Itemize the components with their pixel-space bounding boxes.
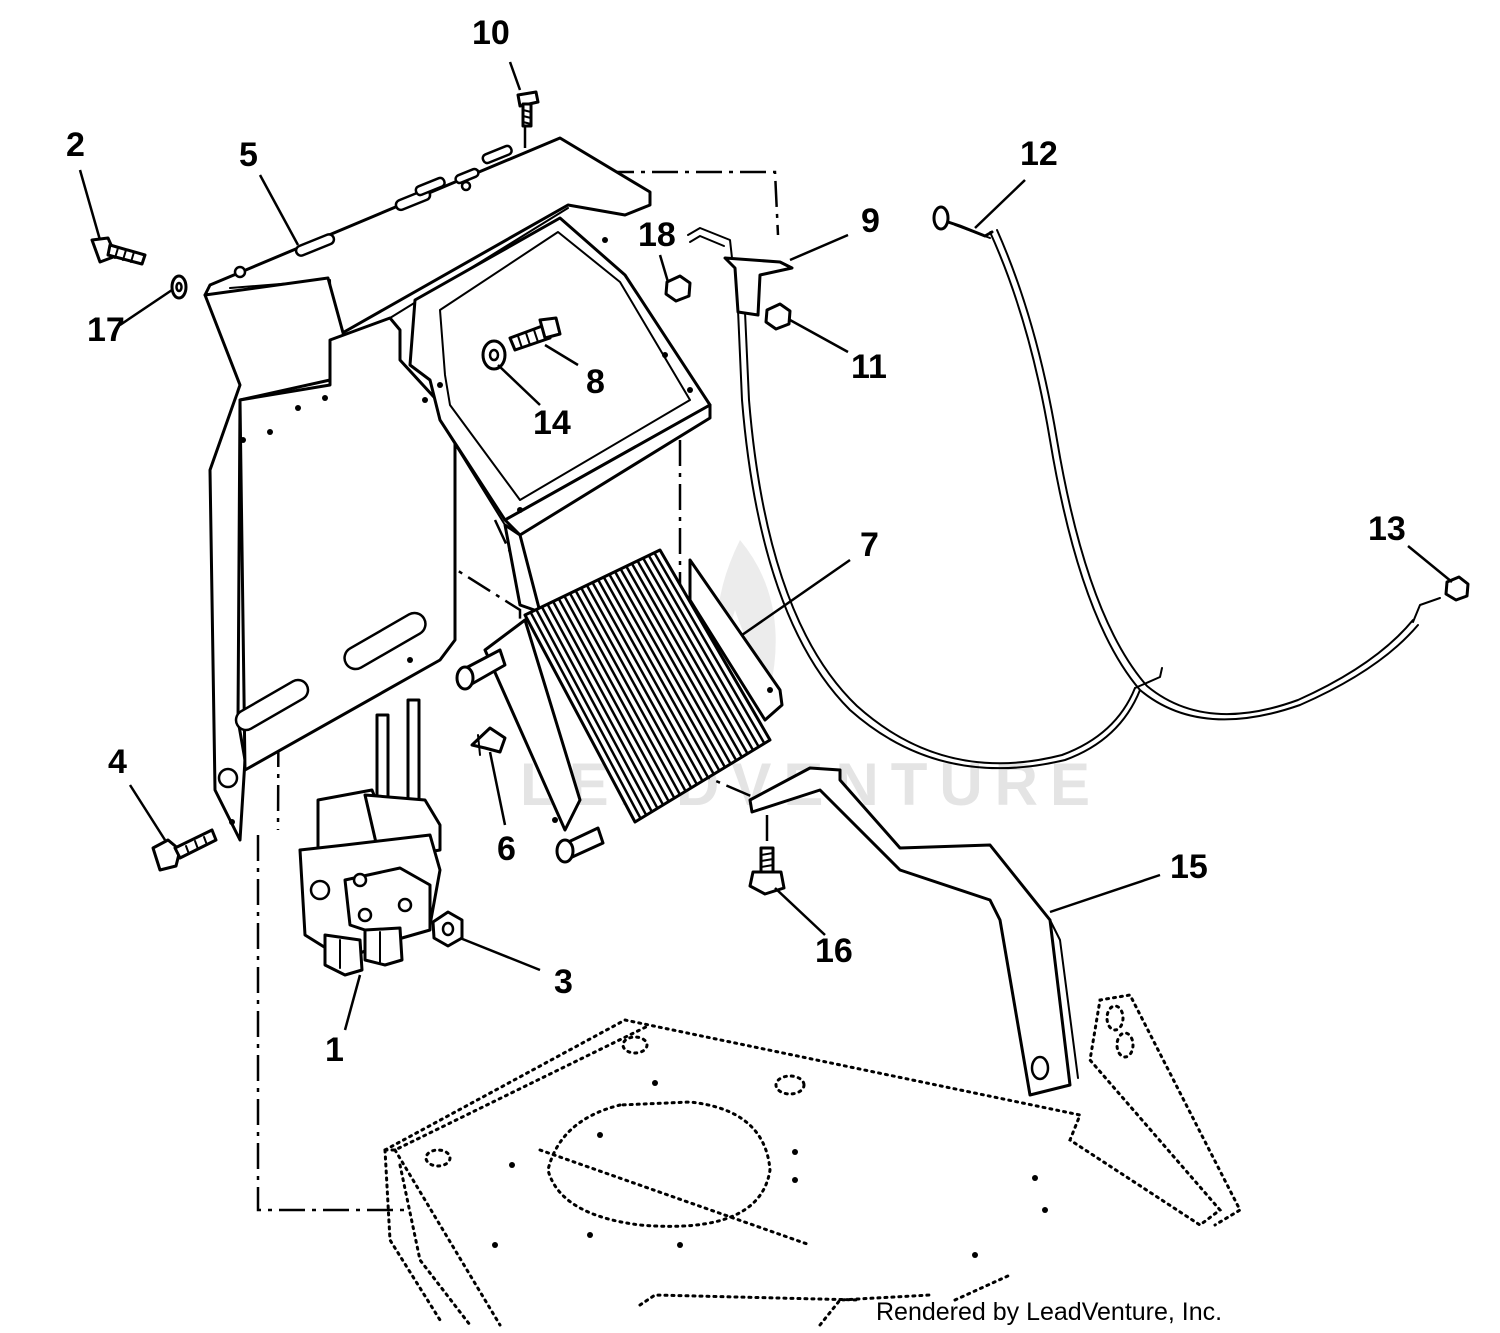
callout-4: 4 [108, 743, 127, 781]
callout-11: 11 [851, 348, 887, 386]
callout-14: 14 [533, 404, 571, 442]
cable-bracket [687, 227, 794, 317]
bolt-4 [151, 828, 218, 872]
mounting-plate [408, 216, 712, 614]
control-module [455, 548, 784, 864]
callout-10: 10 [472, 14, 510, 52]
clip [470, 726, 507, 756]
callout-5: 5 [239, 136, 258, 174]
base-frame [383, 993, 1242, 1327]
callout-6: 6 [497, 830, 516, 868]
watermark-flame-icon [717, 540, 776, 690]
bolt-2 [90, 236, 147, 266]
leader-lines [78, 61, 1453, 1031]
bolt-8 [508, 316, 562, 352]
callout-7: 7 [860, 526, 879, 564]
support-strap [748, 766, 1079, 1097]
nut-11 [764, 302, 792, 331]
callout-18: 18 [638, 216, 676, 254]
callout-1: 1 [325, 1031, 344, 1069]
callout-labels: 10 2 5 17 18 9 12 8 14 11 13 7 4 6 15 16… [66, 14, 1406, 1069]
cable-assembly [737, 205, 1441, 770]
callout-12: 12 [1020, 135, 1058, 173]
callout-17: 17 [87, 311, 125, 349]
nut-18 [664, 274, 692, 303]
heat-sink-fins [529, 552, 766, 820]
washer-17 [170, 274, 188, 300]
valve-assembly [298, 698, 442, 977]
callout-3: 3 [554, 963, 573, 1001]
callout-15: 15 [1170, 848, 1208, 886]
callout-8: 8 [586, 363, 605, 401]
callout-13: 13 [1368, 510, 1406, 548]
washer-14 [481, 339, 507, 371]
main-bracket [203, 136, 652, 842]
nut-3 [431, 910, 464, 948]
credit-text: Rendered by LeadVenture, Inc. [876, 1298, 1223, 1326]
callout-16: 16 [815, 932, 853, 970]
screw-10 [516, 90, 540, 128]
nut-13 [1444, 575, 1470, 602]
callout-2: 2 [66, 126, 85, 164]
callout-9: 9 [861, 202, 880, 240]
bolt-16 [748, 846, 786, 896]
